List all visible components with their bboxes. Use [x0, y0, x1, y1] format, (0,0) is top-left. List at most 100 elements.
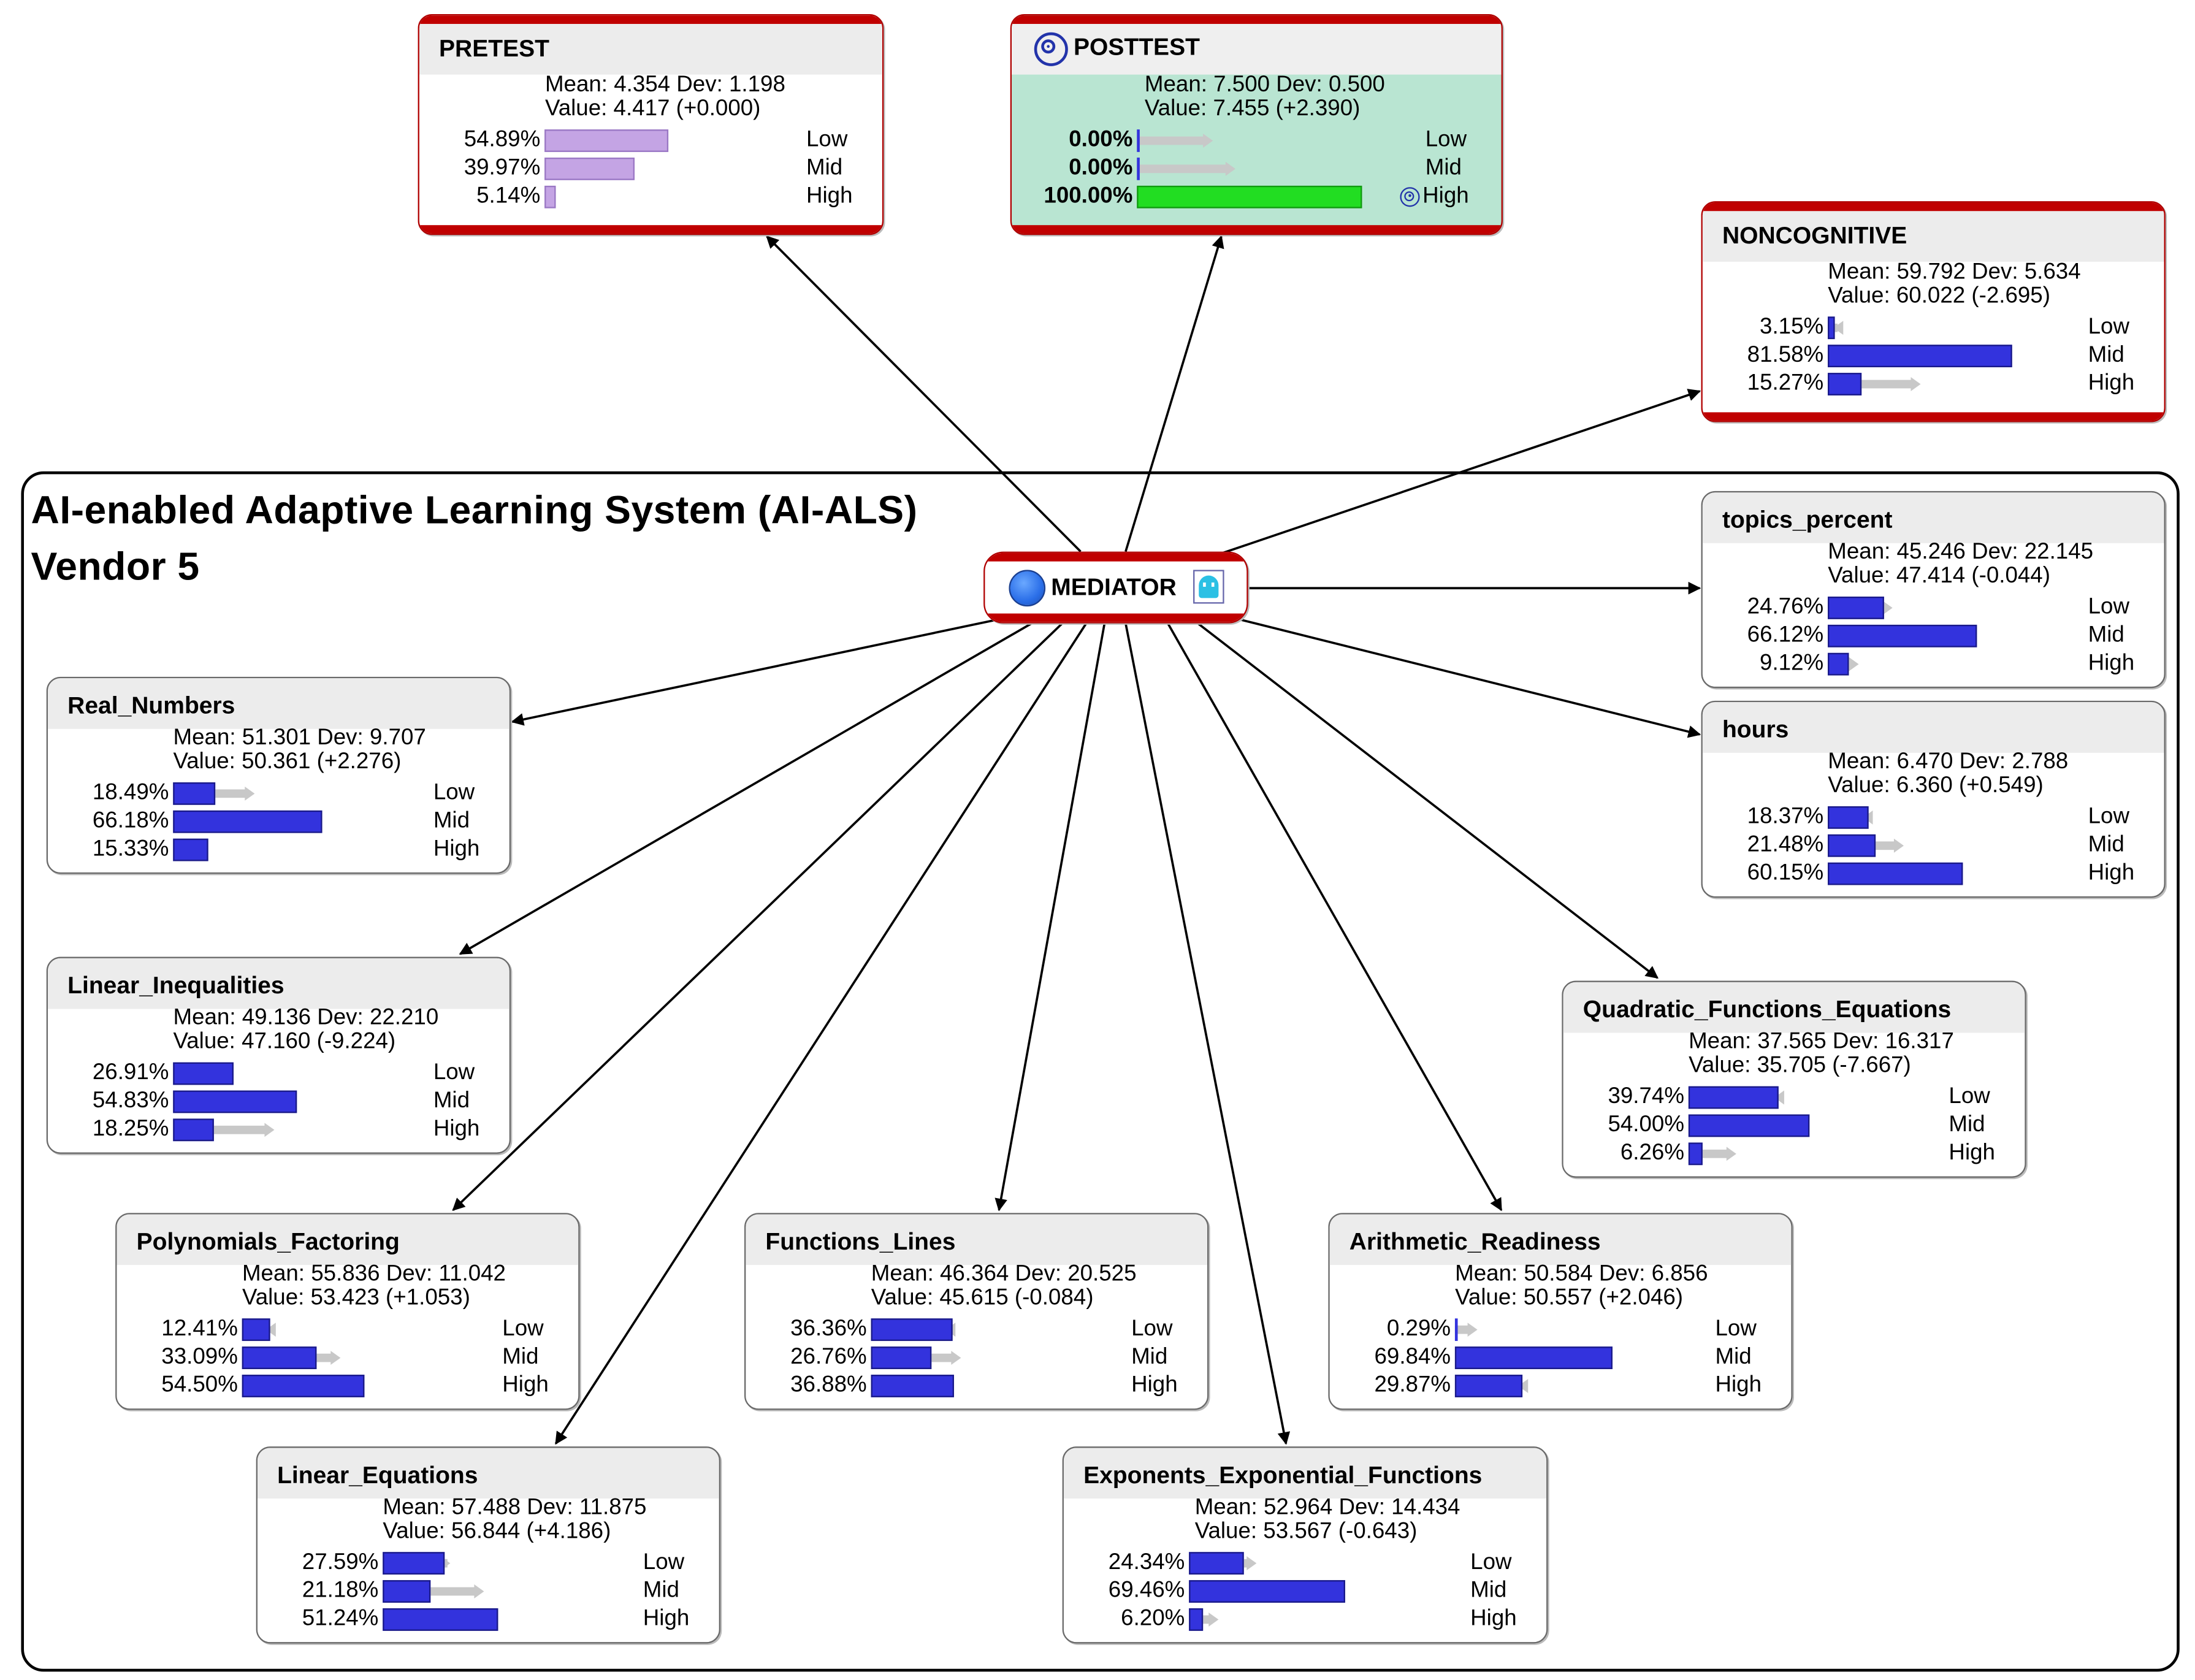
belief-bar-track — [1688, 1142, 1914, 1166]
state-row-low[interactable]: 39.74%Low — [1563, 1083, 2025, 1112]
state-row-mid[interactable]: 54.83%Mid — [48, 1088, 510, 1116]
belief-bar-track — [1828, 597, 2053, 619]
state-row-mid[interactable]: 66.18%Mid — [48, 808, 510, 836]
state-row-high[interactable]: 15.33%High — [48, 836, 510, 864]
value-text: Value: 53.423 (+1.053) — [242, 1286, 470, 1310]
state-row-low[interactable]: 3.15%Low — [1703, 314, 2164, 342]
state-row-high[interactable]: 6.20%High — [1064, 1605, 1546, 1633]
state-label: High — [2088, 371, 2135, 395]
state-row-mid[interactable]: 26.76%Mid — [746, 1344, 1207, 1372]
state-row-mid[interactable]: 66.12%Mid — [1703, 622, 2164, 650]
state-row-high[interactable]: 15.27%High — [1703, 370, 2164, 399]
belief-bar — [242, 1346, 317, 1369]
belief-bar — [1828, 373, 1863, 395]
state-row-mid[interactable]: 81.58%Mid — [1703, 342, 2164, 370]
group-frame — [21, 471, 2180, 1672]
state-row-mid[interactable]: 21.48%Mid — [1703, 831, 2164, 860]
belief-bar-track — [871, 1318, 1096, 1342]
state-row-high[interactable]: 54.50%High — [116, 1372, 578, 1400]
state-row-high[interactable]: 36.88%High — [746, 1372, 1207, 1400]
belief-bar-track — [544, 185, 769, 208]
state-percent: 21.18% — [302, 1578, 379, 1603]
belief-bar-track — [1828, 862, 2053, 885]
state-row-low[interactable]: 0.00%Low — [1012, 127, 1502, 155]
belief-bar — [1454, 1318, 1458, 1342]
state-percent: 9.12% — [1760, 651, 1824, 676]
state-label: Low — [643, 1550, 685, 1575]
state-row-high[interactable]: 5.14%High — [419, 183, 882, 211]
state-percent: 21.48% — [1747, 833, 1824, 857]
mean-dev-text: Mean: 7.500 Dev: 0.500 — [1144, 73, 1385, 97]
state-label: High — [433, 837, 480, 861]
value-text: Value: 35.705 (-7.667) — [1689, 1053, 1911, 1078]
state-row-high[interactable]: 6.26%High — [1563, 1140, 2025, 1168]
state-row-low[interactable]: 26.91%Low — [48, 1060, 510, 1088]
state-row-high[interactable]: 29.87%High — [1330, 1372, 1792, 1400]
state-row-mid[interactable]: 33.09%Mid — [116, 1344, 578, 1372]
node-header — [1329, 1214, 1792, 1266]
state-row-mid[interactable]: 0.00%Mid — [1012, 155, 1502, 183]
state-row-low[interactable]: 24.34%Low — [1064, 1549, 1546, 1578]
state-label: Low — [502, 1317, 544, 1342]
node-title: topics_percent — [1722, 506, 1893, 533]
state-percent: 18.49% — [92, 781, 169, 805]
target-icon — [1034, 32, 1068, 66]
state-row-low[interactable]: 54.89%Low — [419, 127, 882, 155]
edge-mediator-to-linear-inequalities — [459, 620, 1035, 955]
state-percent: 29.87% — [1374, 1373, 1451, 1397]
state-row-mid[interactable]: 21.18%Mid — [258, 1578, 719, 1606]
state-row-mid[interactable]: 69.46%Mid — [1064, 1578, 1546, 1606]
state-row-high[interactable]: 60.15%High — [1703, 860, 2164, 888]
mean-dev-text: Mean: 4.354 Dev: 1.198 — [544, 73, 785, 97]
state-row-high[interactable]: 9.12%High — [1703, 650, 2164, 678]
state-row-low[interactable]: 0.29%Low — [1330, 1316, 1792, 1344]
belief-bar-track — [383, 1552, 608, 1575]
node-header — [419, 24, 882, 75]
belief-bar — [871, 1375, 954, 1397]
state-row-low[interactable]: 27.59%Low — [258, 1549, 719, 1578]
state-row-high[interactable]: 100.00%High — [1012, 183, 1502, 211]
state-percent: 100.00% — [1044, 184, 1133, 208]
node-title: Functions_Lines — [765, 1228, 956, 1256]
node-title: NONCOGNITIVE — [1722, 222, 1907, 250]
state-percent: 0.00% — [1069, 128, 1133, 152]
state-percent: 18.37% — [1747, 804, 1824, 829]
belief-bar — [173, 1090, 297, 1113]
state-row-mid[interactable]: 39.97%Mid — [419, 155, 882, 183]
state-row-high[interactable]: 51.24%High — [258, 1605, 719, 1633]
state-label: Low — [433, 1061, 475, 1085]
belief-bar-track — [173, 1090, 398, 1113]
state-row-low[interactable]: 12.41%Low — [116, 1316, 578, 1344]
state-row-low[interactable]: 18.37%Low — [1703, 803, 2164, 831]
change-arrow-shaft — [1455, 1325, 1469, 1334]
state-row-low[interactable]: 36.36%Low — [746, 1316, 1207, 1344]
state-row-high[interactable]: 18.25%High — [48, 1116, 510, 1144]
belief-bar-track — [383, 1580, 608, 1603]
state-row-mid[interactable]: 69.84%Mid — [1330, 1344, 1792, 1372]
state-label: High — [643, 1606, 690, 1631]
state-row-low[interactable]: 18.49%Low — [48, 779, 510, 808]
state-row-low[interactable]: 24.76%Low — [1703, 594, 2164, 622]
state-label: Mid — [502, 1345, 539, 1369]
state-row-mid[interactable]: 54.00%Mid — [1563, 1112, 2025, 1140]
node-mediator[interactable]: MEDIATOR — [983, 551, 1248, 624]
belief-bar — [383, 1580, 430, 1603]
state-label: Mid — [433, 809, 470, 833]
state-percent: 54.50% — [161, 1373, 238, 1397]
value-text: Value: 50.361 (+2.276) — [173, 750, 402, 774]
